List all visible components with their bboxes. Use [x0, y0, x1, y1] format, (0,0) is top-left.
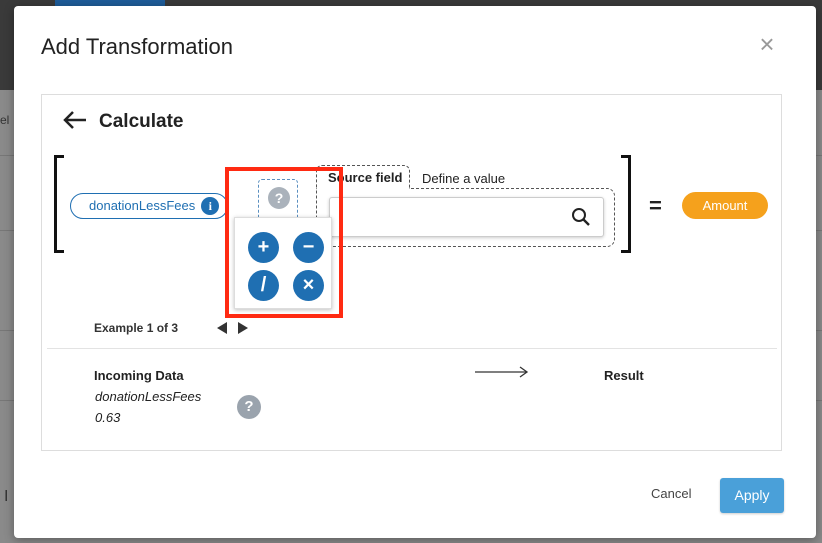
incoming-field-name: donationLessFees — [95, 389, 202, 404]
add-transformation-dialog: Add Transformation × Calculate donationL… — [14, 6, 816, 538]
background-app-tab — [55, 0, 165, 10]
plus-icon[interactable]: + — [248, 232, 279, 263]
input-field-chip[interactable]: donationLessFees i — [70, 193, 229, 219]
source-field-search-input[interactable] — [329, 197, 604, 237]
operator-menu: + − / × — [234, 217, 332, 309]
incoming-data-title: Incoming Data — [94, 368, 184, 383]
divide-icon[interactable]: / — [248, 270, 279, 301]
apply-button[interactable]: Apply — [720, 478, 784, 513]
tab-source-field[interactable]: Source field — [316, 165, 410, 189]
caret-right-icon[interactable] — [238, 322, 248, 334]
right-bracket — [621, 155, 631, 253]
divider — [47, 348, 777, 349]
output-field-pill[interactable]: Amount — [682, 192, 768, 219]
search-icon[interactable] — [571, 207, 591, 227]
back-arrow-icon[interactable] — [62, 110, 88, 130]
source-field-container — [316, 188, 615, 247]
background-text-fragment: I — [4, 488, 9, 505]
multiply-icon[interactable]: × — [293, 270, 324, 301]
close-icon[interactable]: × — [759, 29, 775, 59]
cancel-button[interactable]: Cancel — [651, 486, 692, 501]
left-bracket — [54, 155, 64, 253]
incoming-field-value: 0.63 — [95, 410, 121, 425]
dialog-title: Add Transformation — [41, 34, 233, 59]
caret-left-icon[interactable] — [217, 322, 227, 334]
calculate-panel: Calculate donationLessFees i ? Source fi… — [41, 94, 782, 451]
question-icon: ? — [268, 187, 290, 209]
result-title: Result — [604, 368, 644, 383]
flow-arrow-icon — [475, 366, 529, 378]
highlight-box — [225, 167, 343, 318]
question-icon[interactable]: ? — [237, 395, 261, 419]
info-icon[interactable]: i — [201, 197, 220, 215]
example-counter: Example 1 of 3 — [94, 321, 179, 335]
operator-slot[interactable]: ? — [258, 179, 298, 233]
minus-icon[interactable]: − — [293, 232, 324, 263]
source-selector: Source field Define a value — [316, 165, 615, 247]
panel-title: Calculate — [99, 111, 184, 132]
background-text-fragment: el — [0, 113, 10, 127]
input-field-label: donationLessFees — [89, 198, 196, 213]
equals-sign: = — [649, 193, 662, 218]
tab-define-value[interactable]: Define a value — [422, 171, 506, 186]
